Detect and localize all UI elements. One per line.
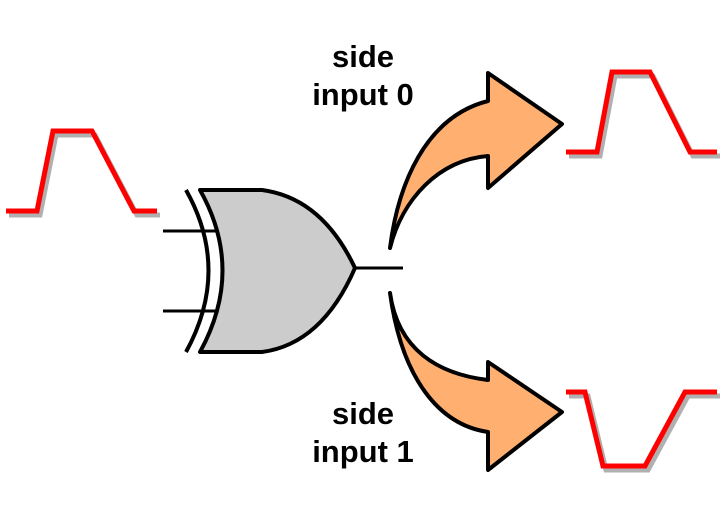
output-waveform-bottom bbox=[566, 389, 720, 473]
xor-gate bbox=[163, 188, 403, 354]
label-side-input-0-line2: input 0 bbox=[312, 77, 414, 112]
output-top-line bbox=[566, 69, 717, 155]
input-waveform-line bbox=[6, 128, 157, 214]
label-side-input-1-line1: side bbox=[331, 396, 395, 431]
output-waveform-top bbox=[566, 69, 720, 159]
label-side-input-1: side input 1 bbox=[283, 395, 443, 471]
output-bottom-line bbox=[566, 389, 717, 469]
input-waveform bbox=[6, 128, 160, 218]
arrow-side-input-0 bbox=[388, 71, 564, 250]
gate-body bbox=[198, 188, 357, 354]
gate-xor-curve bbox=[184, 189, 211, 353]
input-waveform-shadow bbox=[9, 132, 160, 218]
arrow-side-input-1 bbox=[388, 291, 564, 472]
output-bottom-shadow bbox=[569, 393, 720, 473]
label-side-input-0-line1: side bbox=[331, 39, 395, 74]
output-top-shadow bbox=[569, 73, 720, 159]
label-side-input-1-line2: input 1 bbox=[312, 434, 414, 469]
label-side-input-0: side input 0 bbox=[283, 38, 443, 114]
